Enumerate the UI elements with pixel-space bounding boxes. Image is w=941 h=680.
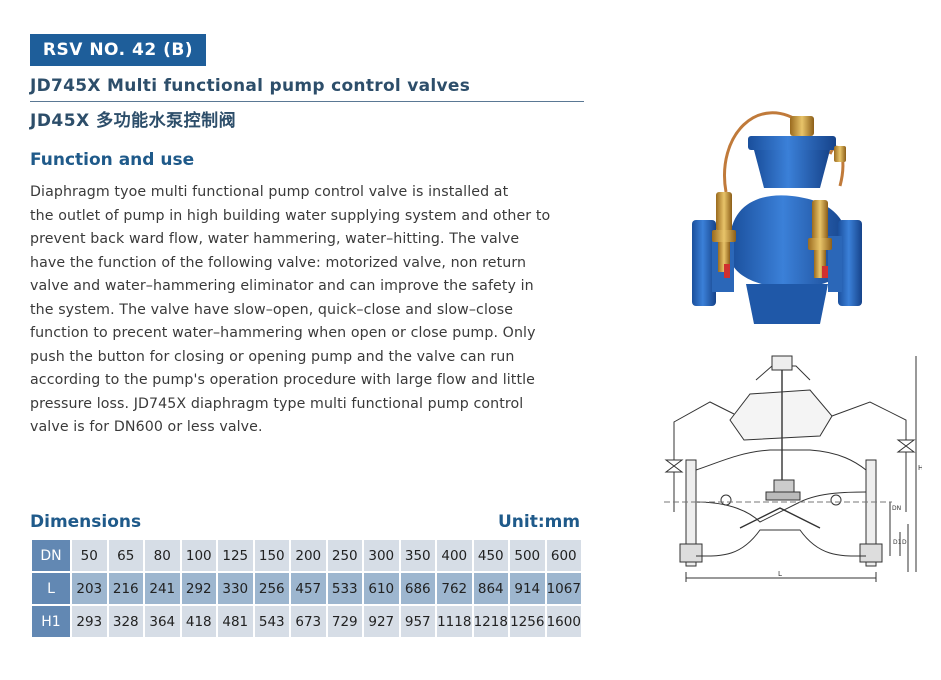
- table-cell: 350: [400, 540, 435, 571]
- table-cell: 1600: [546, 606, 581, 637]
- table-cell: 300: [364, 540, 399, 571]
- table-cell: 1256: [510, 606, 545, 637]
- table-cell: 250: [327, 540, 362, 571]
- row-label: L: [32, 573, 70, 604]
- table-cell: 328: [108, 606, 143, 637]
- description-line: have the function of the following valve…: [30, 254, 527, 271]
- table-cell: 50: [72, 540, 107, 571]
- valve-photo: [692, 111, 862, 324]
- table-cell: 1218: [473, 606, 508, 637]
- table-cell: 256: [254, 573, 289, 604]
- product-title-en: JD745X Multi functional pump control val…: [30, 76, 471, 96]
- function-heading: Function and use: [30, 150, 195, 170]
- table-cell: 927: [364, 606, 399, 637]
- function-description: Diaphragm tyoe multi functional pump con…: [30, 181, 578, 440]
- table-cell: 216: [108, 573, 143, 604]
- table-cell: 400: [437, 540, 472, 571]
- table-cell: 729: [327, 606, 362, 637]
- table-cell: 150: [254, 540, 289, 571]
- table-cell: 418: [181, 606, 216, 637]
- description-line: the system. The valve have slow–open, qu…: [30, 301, 514, 318]
- table-cell: 957: [400, 606, 435, 637]
- table-cell: 533: [327, 573, 362, 604]
- table-cell: 65: [108, 540, 143, 571]
- table-cell: 543: [254, 606, 289, 637]
- table-cell: 241: [145, 573, 180, 604]
- table-cell: 80: [145, 540, 180, 571]
- drawing-label-h: H: [918, 464, 922, 472]
- table-cell: 610: [364, 573, 399, 604]
- table-cell: 1118: [437, 606, 472, 637]
- drawing-label-l: L: [778, 570, 782, 578]
- description-line: the outlet of pump in high building wate…: [30, 207, 551, 224]
- table-cell: 125: [218, 540, 253, 571]
- description-line: valve and water–hammering eliminator and…: [30, 278, 534, 294]
- table-cell: 481: [218, 606, 253, 637]
- table-cell: 864: [473, 573, 508, 604]
- table-cell: 200: [291, 540, 326, 571]
- product-title-cn: JD45X 多功能水泵控制阀: [30, 111, 237, 131]
- drawing-label-d: D: [902, 539, 907, 546]
- table-cell: 686: [400, 573, 435, 604]
- table-cell: 100: [181, 540, 216, 571]
- table-cell: 500: [510, 540, 545, 571]
- description-line: valve is for DN600 or less valve.: [30, 419, 263, 435]
- table-cell: 1067: [546, 573, 581, 604]
- row-label: H1: [32, 606, 70, 637]
- table-cell: 600: [546, 540, 581, 571]
- description-line: pressure loss. JD745X diaphragm type mul…: [30, 395, 524, 412]
- valve-drawing: H DN D1 D L: [664, 355, 922, 582]
- table-cell: 364: [145, 606, 180, 637]
- table-cell: 330: [218, 573, 253, 604]
- description-line: function to precent water–hammering when…: [30, 325, 536, 341]
- description-line: according to the pump's operation proced…: [30, 372, 535, 388]
- table-cell: 293: [72, 606, 107, 637]
- drawing-label-d1: D1: [893, 539, 902, 546]
- title-divider: [30, 101, 584, 102]
- table-cell: 203: [72, 573, 107, 604]
- table-cell: 450: [473, 540, 508, 571]
- drawing-label-dn: DN: [892, 505, 901, 512]
- description-line: push the button for closing or opening p…: [30, 348, 515, 365]
- table-cell: 457: [291, 573, 326, 604]
- dimensions-heading: Dimensions: [30, 512, 142, 532]
- unit-label: Unit:mm: [498, 512, 581, 532]
- product-badge: RSV NO. 42 (B): [30, 34, 206, 66]
- description-line: prevent back ward flow, water hammering,…: [30, 231, 520, 247]
- table-cell: 762: [437, 573, 472, 604]
- table-cell: 673: [291, 606, 326, 637]
- table-cell: 292: [181, 573, 216, 604]
- description-line: Diaphragm tyoe multi functional pump con…: [30, 184, 509, 200]
- table-cell: 914: [510, 573, 545, 604]
- row-label: DN: [32, 540, 70, 571]
